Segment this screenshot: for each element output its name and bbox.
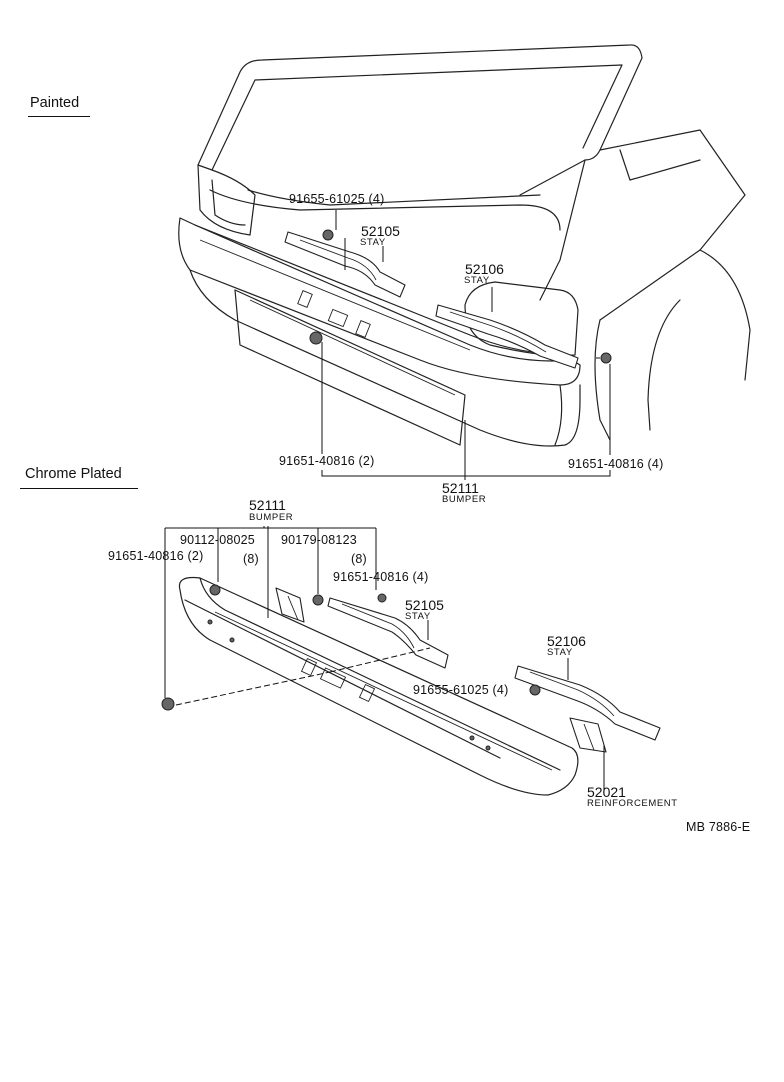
chrome-stay-52106 xyxy=(514,665,661,741)
part-label-91651-40816-qty2: 91651-40816 (2) xyxy=(279,454,375,468)
painted-leader-lines xyxy=(321,210,611,480)
part-qty-90179: (8) xyxy=(351,552,367,566)
part-label-91651-40816-qty4: 91651-40816 (4) xyxy=(333,570,429,584)
figure-code: MB 7886-E xyxy=(686,820,751,834)
chrome-reinforcement-52021 xyxy=(569,717,607,753)
chrome-fasteners xyxy=(161,584,541,711)
part-number-52105: 52105 xyxy=(405,597,444,613)
chrome-bumper xyxy=(178,576,579,796)
section-title-painted: Painted xyxy=(30,95,80,111)
part-label-90112-08025: 90112-08025 xyxy=(180,533,255,547)
section-underline-chrome-plated xyxy=(20,488,138,489)
part-name-bumper: BUMPER xyxy=(249,512,294,523)
part-label-91651-40816-qty2: 91651-40816 (2) xyxy=(108,549,204,563)
painted-stay-52106 xyxy=(435,304,579,369)
painted-fasteners xyxy=(309,229,612,364)
part-number-52111: 52111 xyxy=(442,480,479,496)
part-number-52106: 52106 xyxy=(465,261,504,277)
part-name-stay: STAY xyxy=(360,237,386,248)
part-label-91655-61025: 91655-61025 (4) xyxy=(413,683,509,697)
part-number-52105: 52105 xyxy=(361,223,400,239)
part-name-stay: STAY xyxy=(405,611,431,622)
part-name-bumper: BUMPER xyxy=(442,494,487,505)
chrome-leader-lines xyxy=(164,526,605,790)
part-number-52021: 52021 xyxy=(587,784,626,800)
part-number-52111: 52111 xyxy=(249,497,286,513)
part-name-reinforcement: REINFORCEMENT xyxy=(587,798,678,809)
section-title-chrome-plated: Chrome Plated xyxy=(25,466,122,482)
part-label-90179-08123: 90179-08123 xyxy=(281,533,357,547)
part-label-91651-40816-qty4: 91651-40816 (4) xyxy=(568,457,664,471)
painted-bumper xyxy=(178,217,581,447)
chrome-bracket-left xyxy=(275,587,305,623)
part-qty-90112: (8) xyxy=(243,552,259,566)
part-label-91655-61025: 91655-61025 (4) xyxy=(289,192,385,206)
part-name-stay: STAY xyxy=(547,647,573,658)
section-underline-painted xyxy=(28,116,90,117)
part-name-stay: STAY xyxy=(464,275,490,286)
part-number-52106: 52106 xyxy=(547,633,586,649)
vehicle-rear-body xyxy=(197,44,751,446)
